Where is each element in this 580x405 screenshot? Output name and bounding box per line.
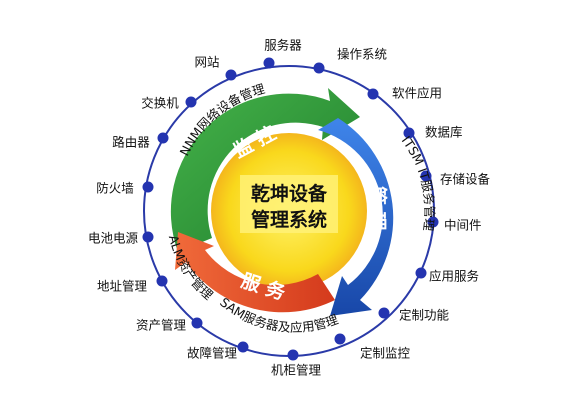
itsm-arc-label: ITSM IT服务管理 (399, 133, 437, 232)
ring-node-dot (142, 181, 154, 193)
ring-dots (142, 57, 439, 361)
ring-node-label: 操作系统 (337, 47, 387, 62)
ring-node-label: 网站 (194, 55, 219, 70)
ring-node-label: 路由器 (112, 135, 150, 150)
ring-node-dot (156, 275, 168, 287)
manage-label: 管 理 (366, 186, 389, 231)
ring-node-dot (378, 307, 390, 319)
ring-node-dot (142, 231, 154, 243)
ring-node-label: 服务器 (264, 38, 302, 53)
ring-node-label: 地址管理 (97, 279, 148, 294)
ring-node-dot (334, 333, 346, 345)
ring-node-label: 存储设备 (440, 172, 491, 187)
ring-node-dot (313, 62, 325, 74)
ring-node-label: 电池电源 (88, 231, 139, 246)
ring-node-label: 定制监控 (360, 346, 411, 361)
ring-node-label: 软件应用 (392, 86, 442, 101)
ring-node-label: 资产管理 (136, 318, 187, 333)
ring-node-label: 中间件 (444, 218, 482, 233)
ring-node-label: 应用服务 (429, 269, 479, 284)
service-segment (175, 232, 335, 313)
ring-node-label: 机柜管理 (271, 363, 322, 378)
monitor-segment (170, 88, 360, 252)
center-title-line1: 乾坤设备 (251, 182, 328, 205)
ring-node-dot (403, 127, 415, 139)
ring-node-label: 防火墙 (96, 181, 134, 196)
ring-node-label: 数据库 (425, 125, 463, 140)
ring-node-dot (287, 349, 299, 361)
ring-node-dot (191, 317, 203, 329)
ring-node-dot (263, 57, 275, 69)
ring-node-dot (237, 341, 249, 353)
ring-node-dot (427, 216, 439, 228)
ring-node-label: 定制功能 (399, 308, 450, 323)
ring-node-dot (367, 88, 379, 100)
center-title-highlight (240, 175, 338, 233)
manage-segment (318, 118, 394, 316)
ring-node-dot (185, 96, 197, 108)
ring-node-label: 故障管理 (187, 346, 238, 361)
ring-node-dot (415, 267, 427, 279)
ring-node-dot (420, 170, 432, 182)
ring-node-dot (225, 69, 237, 81)
ring-node-label: 交换机 (141, 96, 179, 111)
ring-node-dot (157, 132, 169, 144)
center-title-line2: 管理系统 (251, 208, 327, 231)
